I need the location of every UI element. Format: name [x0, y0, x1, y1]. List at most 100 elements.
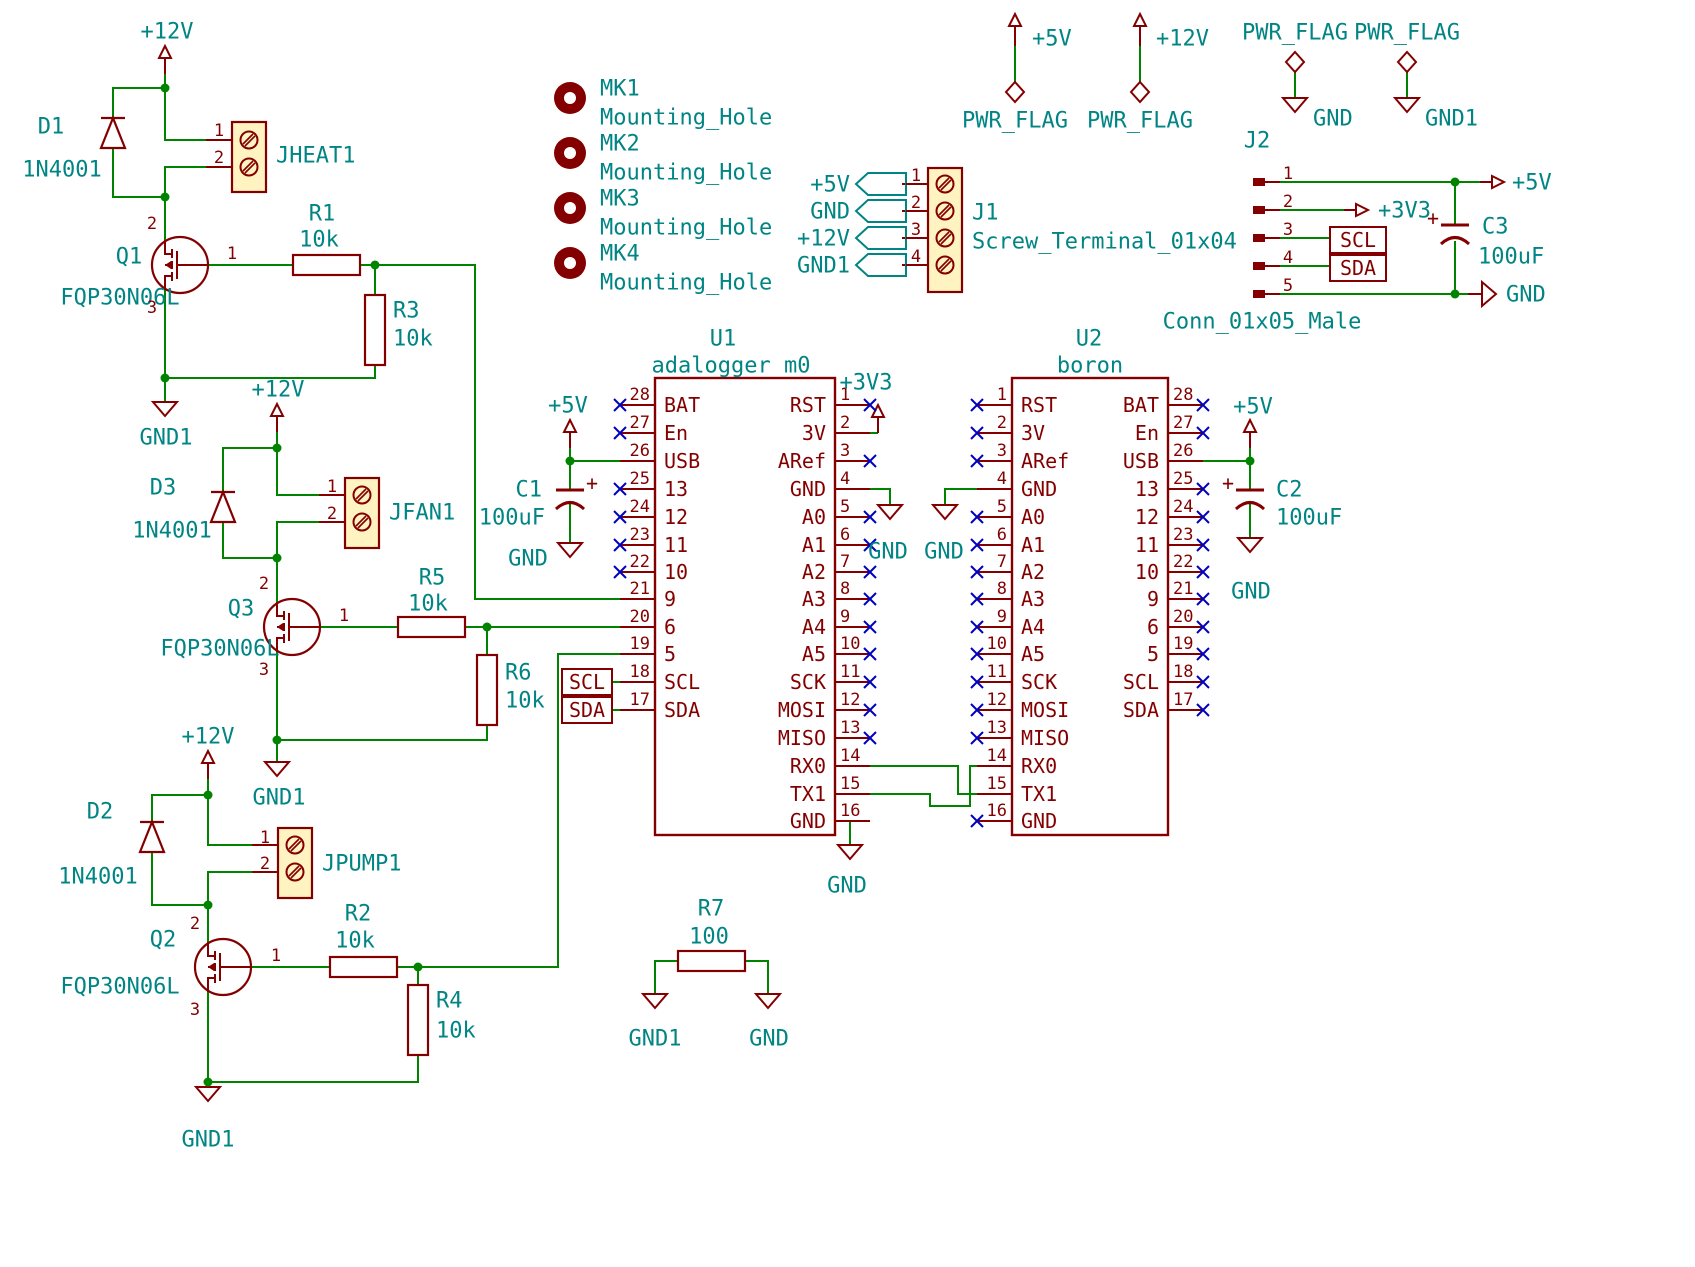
global-label-arrow[interactable]: [854, 226, 907, 250]
u2-pin16-number: 16: [987, 801, 1007, 821]
global-label-box[interactable]: [1329, 226, 1387, 254]
pwr-flag-symbol[interactable]: [1004, 80, 1026, 104]
q3-mosfet-symbol[interactable]: [262, 597, 322, 657]
wire[interactable]: [276, 432, 319, 496]
ground-symbol-gnd-u1-4[interactable]: [875, 504, 905, 521]
jheat1-connector-symbol[interactable]: [206, 120, 268, 194]
jpump1-connector-symbol[interactable]: [252, 826, 314, 900]
u1-pin20-number: 20: [630, 607, 650, 627]
wire[interactable]: [870, 765, 977, 807]
mounting-hole-symbol[interactable]: [554, 192, 586, 224]
wire[interactable]: [397, 653, 620, 968]
ground-symbol-gnd1-r7[interactable]: [640, 993, 670, 1010]
ground-symbol-gnd-r7[interactable]: [753, 993, 783, 1010]
ground-symbol-gnd-c2[interactable]: [1235, 537, 1265, 554]
global-label-arrow[interactable]: [854, 172, 907, 196]
ground-symbol-gnd-flag[interactable]: [1280, 97, 1310, 114]
wire[interactable]: [654, 960, 678, 994]
wire[interactable]: [849, 820, 870, 845]
global-label-arrow[interactable]: [854, 253, 907, 277]
power-arrow-5v-j2[interactable]: [1480, 174, 1507, 190]
ground-symbol-gnd-c1[interactable]: [555, 542, 585, 559]
value-q3: FQP30N06L: [160, 637, 279, 662]
jfan1-connector-symbol[interactable]: [319, 476, 381, 550]
pwr-flag-symbol[interactable]: [1284, 50, 1306, 74]
global-label-box[interactable]: [561, 696, 613, 724]
ground-symbol-gnd1-fan[interactable]: [262, 761, 292, 778]
mounting-hole-symbol[interactable]: [554, 137, 586, 169]
j1-connector-symbol[interactable]: [902, 166, 964, 294]
j1-pin1-number: 1: [911, 166, 921, 186]
q2-mosfet-symbol[interactable]: [193, 937, 253, 997]
d3-diode-symbol[interactable]: [209, 489, 237, 524]
r7-resistor-symbol[interactable]: [676, 949, 747, 973]
pwr-flag-symbol[interactable]: [1129, 80, 1151, 104]
wire[interactable]: [164, 166, 206, 240]
wire[interactable]: [207, 779, 252, 846]
d1-diode-symbol[interactable]: [99, 115, 127, 150]
wire[interactable]: [222, 447, 277, 492]
wire[interactable]: [276, 521, 319, 602]
r1-resistor-symbol[interactable]: [291, 253, 362, 277]
global-label-box[interactable]: [561, 668, 613, 696]
ground-symbol-gnd1-heater[interactable]: [150, 401, 180, 418]
r6-resistor-symbol[interactable]: [475, 653, 499, 727]
power-arrow-12v-flag[interactable]: [1132, 11, 1148, 46]
wire[interactable]: [112, 87, 165, 118]
wire[interactable]: [870, 488, 891, 505]
power-arrow-5v-flag[interactable]: [1007, 11, 1023, 46]
value-r6: 10k: [505, 689, 545, 714]
d2-diode-symbol[interactable]: [138, 819, 166, 854]
r2-resistor-symbol[interactable]: [328, 955, 399, 979]
wire[interactable]: [208, 1055, 419, 1083]
global-label-arrow[interactable]: [854, 199, 907, 223]
wire[interactable]: [164, 74, 206, 141]
mounting-hole-symbol[interactable]: [554, 82, 586, 114]
wire[interactable]: [277, 725, 488, 741]
c1-capacitor-symbol[interactable]: [554, 488, 586, 511]
wire[interactable]: [165, 365, 376, 379]
r3-resistor-symbol[interactable]: [363, 293, 387, 367]
pwr-flag-symbol[interactable]: [1396, 50, 1418, 74]
power-arrow-5v-c1[interactable]: [562, 417, 578, 448]
wire[interactable]: [870, 765, 977, 795]
wire[interactable]: [944, 488, 977, 505]
ground-symbol-gnd1-flag[interactable]: [1392, 97, 1422, 114]
ground-symbol-gnd-u1-16[interactable]: [835, 844, 865, 861]
wire[interactable]: [151, 794, 208, 822]
r5-resistor-symbol[interactable]: [396, 615, 467, 639]
power-arrow-5v-c2[interactable]: [1242, 417, 1258, 448]
c2-capacitor-symbol[interactable]: [1234, 488, 1266, 511]
ground-symbol-gnd-j2[interactable]: [1468, 279, 1498, 309]
mounting-hole-symbol[interactable]: [554, 247, 586, 279]
power-arrow-12v-heater[interactable]: [157, 43, 173, 74]
c3-capacitor-symbol[interactable]: [1439, 223, 1471, 246]
q1-pin3-number: 3: [147, 298, 157, 318]
wire[interactable]: [745, 960, 769, 994]
u1-pin27-number: 27: [630, 413, 650, 433]
ground-symbol-gnd1-pump[interactable]: [193, 1086, 223, 1103]
power-arrow-3v3-j2[interactable]: [1344, 202, 1371, 218]
wire[interactable]: [207, 871, 252, 942]
q1-mosfet-symbol[interactable]: [150, 235, 210, 295]
wire[interactable]: [360, 264, 620, 600]
r4-resistor-symbol[interactable]: [406, 983, 430, 1057]
global-label-box[interactable]: [1329, 254, 1387, 282]
no-connect-icon: [863, 454, 877, 468]
value-r5: 10k: [408, 592, 448, 617]
power-arrow-12v-pump[interactable]: [200, 748, 216, 779]
u2-pin19-name: 5: [1147, 642, 1159, 666]
wire[interactable]: [222, 522, 277, 559]
ground-symbol-gnd-u2-4[interactable]: [930, 504, 960, 521]
power-arrow-12v-fan[interactable]: [269, 401, 285, 432]
wire[interactable]: [151, 852, 208, 906]
wire[interactable]: [112, 148, 165, 198]
no-connect-icon: [970, 731, 984, 745]
jpump1-pin2-number: 2: [260, 854, 270, 874]
j2-connector-symbol[interactable]: [1253, 178, 1280, 298]
u1-pin28-number: 28: [630, 385, 650, 405]
